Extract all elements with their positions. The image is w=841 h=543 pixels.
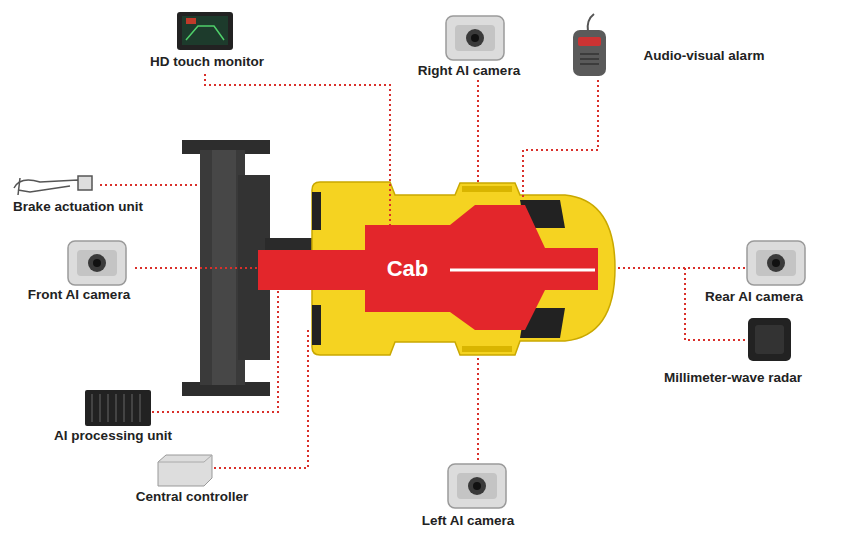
- part-name: Millimeter-wave radar: [664, 370, 802, 386]
- brake-unit-icon: [14, 176, 92, 195]
- part-name: Brake actuation unit: [13, 199, 143, 215]
- radar-icon: [748, 318, 791, 361]
- leader-lines: [100, 74, 748, 468]
- boom-centerline: [450, 269, 595, 272]
- camera-icon: [446, 16, 504, 60]
- controller-icon: [158, 455, 212, 486]
- cab-box: Cab: [365, 225, 450, 312]
- part-name: AI processing unit: [54, 428, 172, 444]
- alarm-icon: [573, 14, 606, 76]
- cab-label: Cab: [387, 256, 429, 282]
- part-name: Central controller: [136, 489, 249, 505]
- part-name: HD touch monitor: [150, 54, 264, 70]
- part-name: Right AI camera: [418, 63, 520, 79]
- part-name: Left AI camera: [422, 513, 515, 529]
- part-name: Front AI camera: [28, 287, 130, 303]
- monitor-icon: [177, 12, 233, 50]
- camera-icon: [448, 464, 506, 508]
- boom: [258, 205, 598, 330]
- camera-icon: [68, 241, 126, 285]
- part-name: Audio-visual alarm: [644, 48, 765, 64]
- processing-unit-icon: [85, 390, 151, 426]
- camera-icon: [747, 241, 805, 285]
- part-name: Rear AI camera: [705, 289, 803, 305]
